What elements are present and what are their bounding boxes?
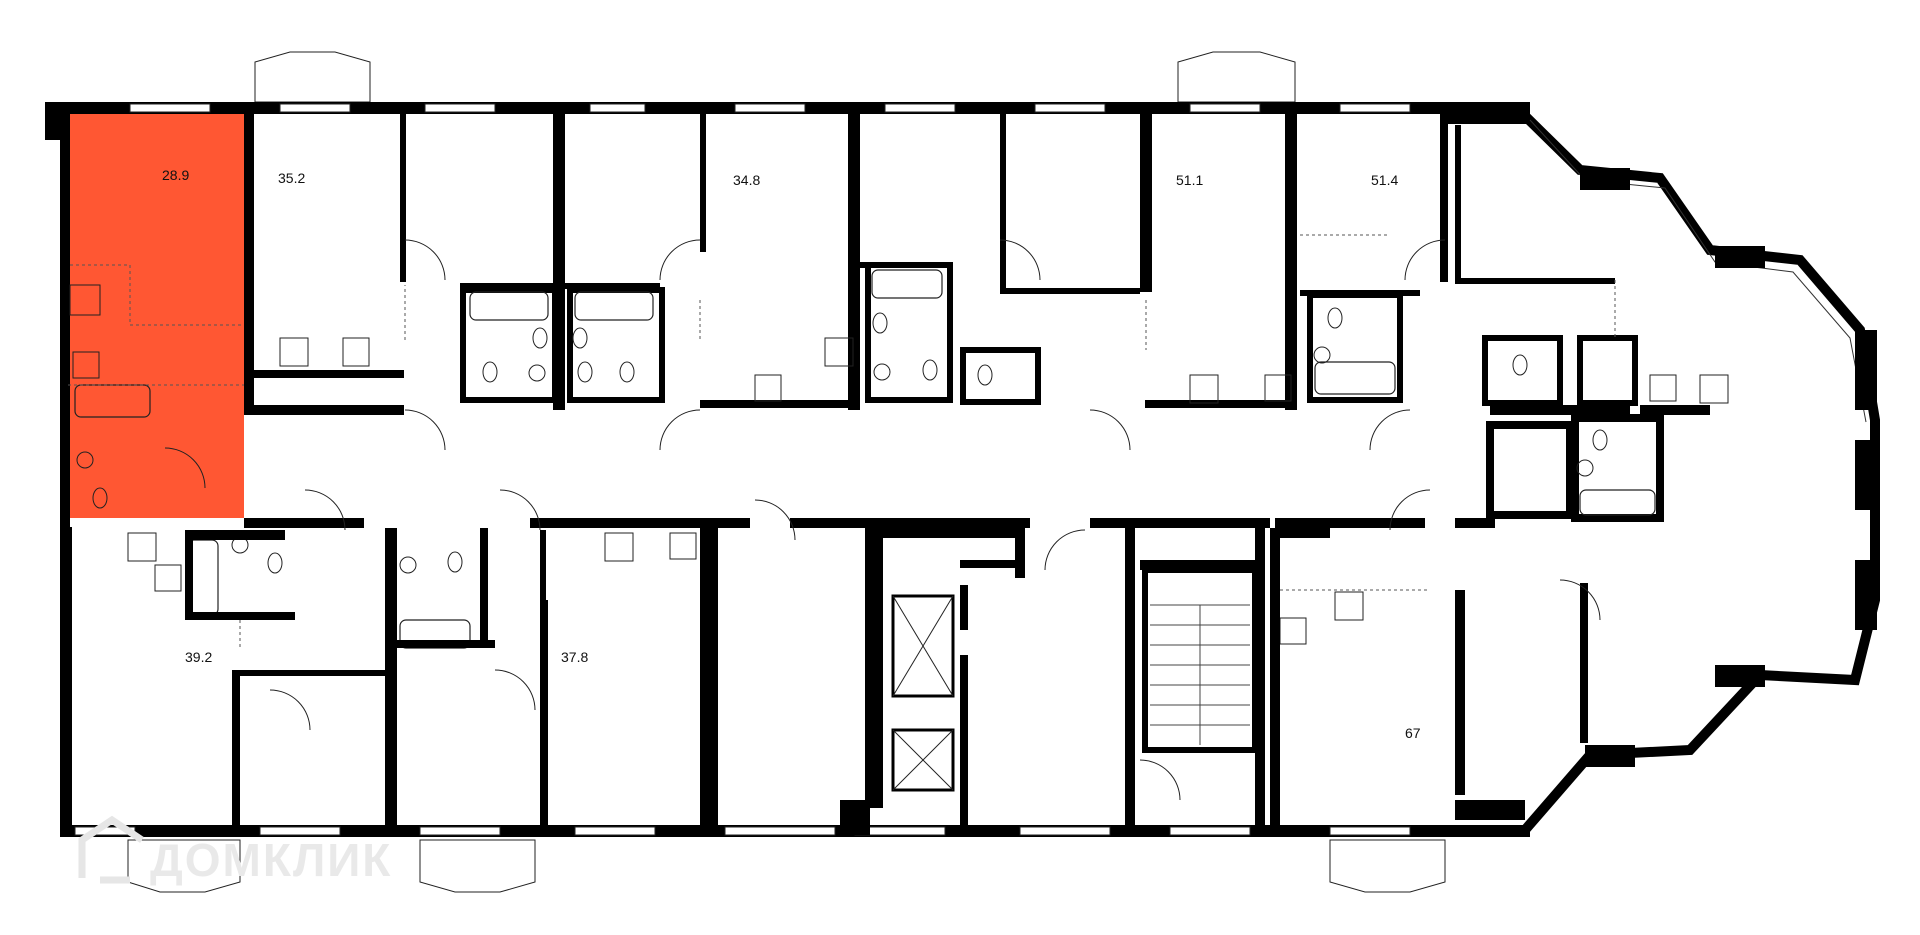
area-label-apt-3: 34.8 [733, 172, 760, 188]
fixtures [76, 307, 1608, 574]
kitchen-sinks [72, 337, 1677, 645]
windows-bottom [74, 826, 1411, 836]
interior-walls-lower [60, 527, 1588, 835]
balconies [127, 51, 1446, 893]
interior-walls-upper [244, 102, 1615, 410]
domclick-logo-icon [78, 815, 144, 884]
exterior-walls [45, 102, 1530, 837]
windows-top [129, 103, 1411, 113]
doors [164, 239, 1601, 801]
corridor-walls [244, 405, 1710, 528]
balcony-top-1 [254, 51, 371, 103]
watermark: ДОМКЛИК [78, 815, 392, 886]
area-labels: 28.9 35.2 34.8 51.1 51.4 39.2 37.8 67 [162, 167, 1421, 741]
east-bay [1515, 102, 1880, 834]
balcony-top-2 [1177, 51, 1296, 103]
balcony-bottom-1 [419, 839, 536, 893]
bathrooms-upper [460, 262, 1664, 522]
area-label-apt-5: 51.4 [1371, 172, 1398, 188]
watermark-text: ДОМКЛИК [150, 834, 392, 886]
elevators [891, 594, 955, 792]
area-label-apt-8: 67 [1405, 725, 1421, 741]
area-label-apt-2: 35.2 [278, 170, 305, 186]
staircase [1142, 567, 1258, 753]
area-label-apt-1: 28.9 [162, 167, 189, 183]
area-label-apt-4: 51.1 [1176, 172, 1203, 188]
area-label-apt-7: 37.8 [561, 649, 588, 665]
zone-lines [68, 234, 1616, 650]
kitchen-stoves [69, 284, 1729, 621]
area-label-apt-6: 39.2 [185, 649, 212, 665]
balcony-bottom-2 [1329, 839, 1446, 893]
